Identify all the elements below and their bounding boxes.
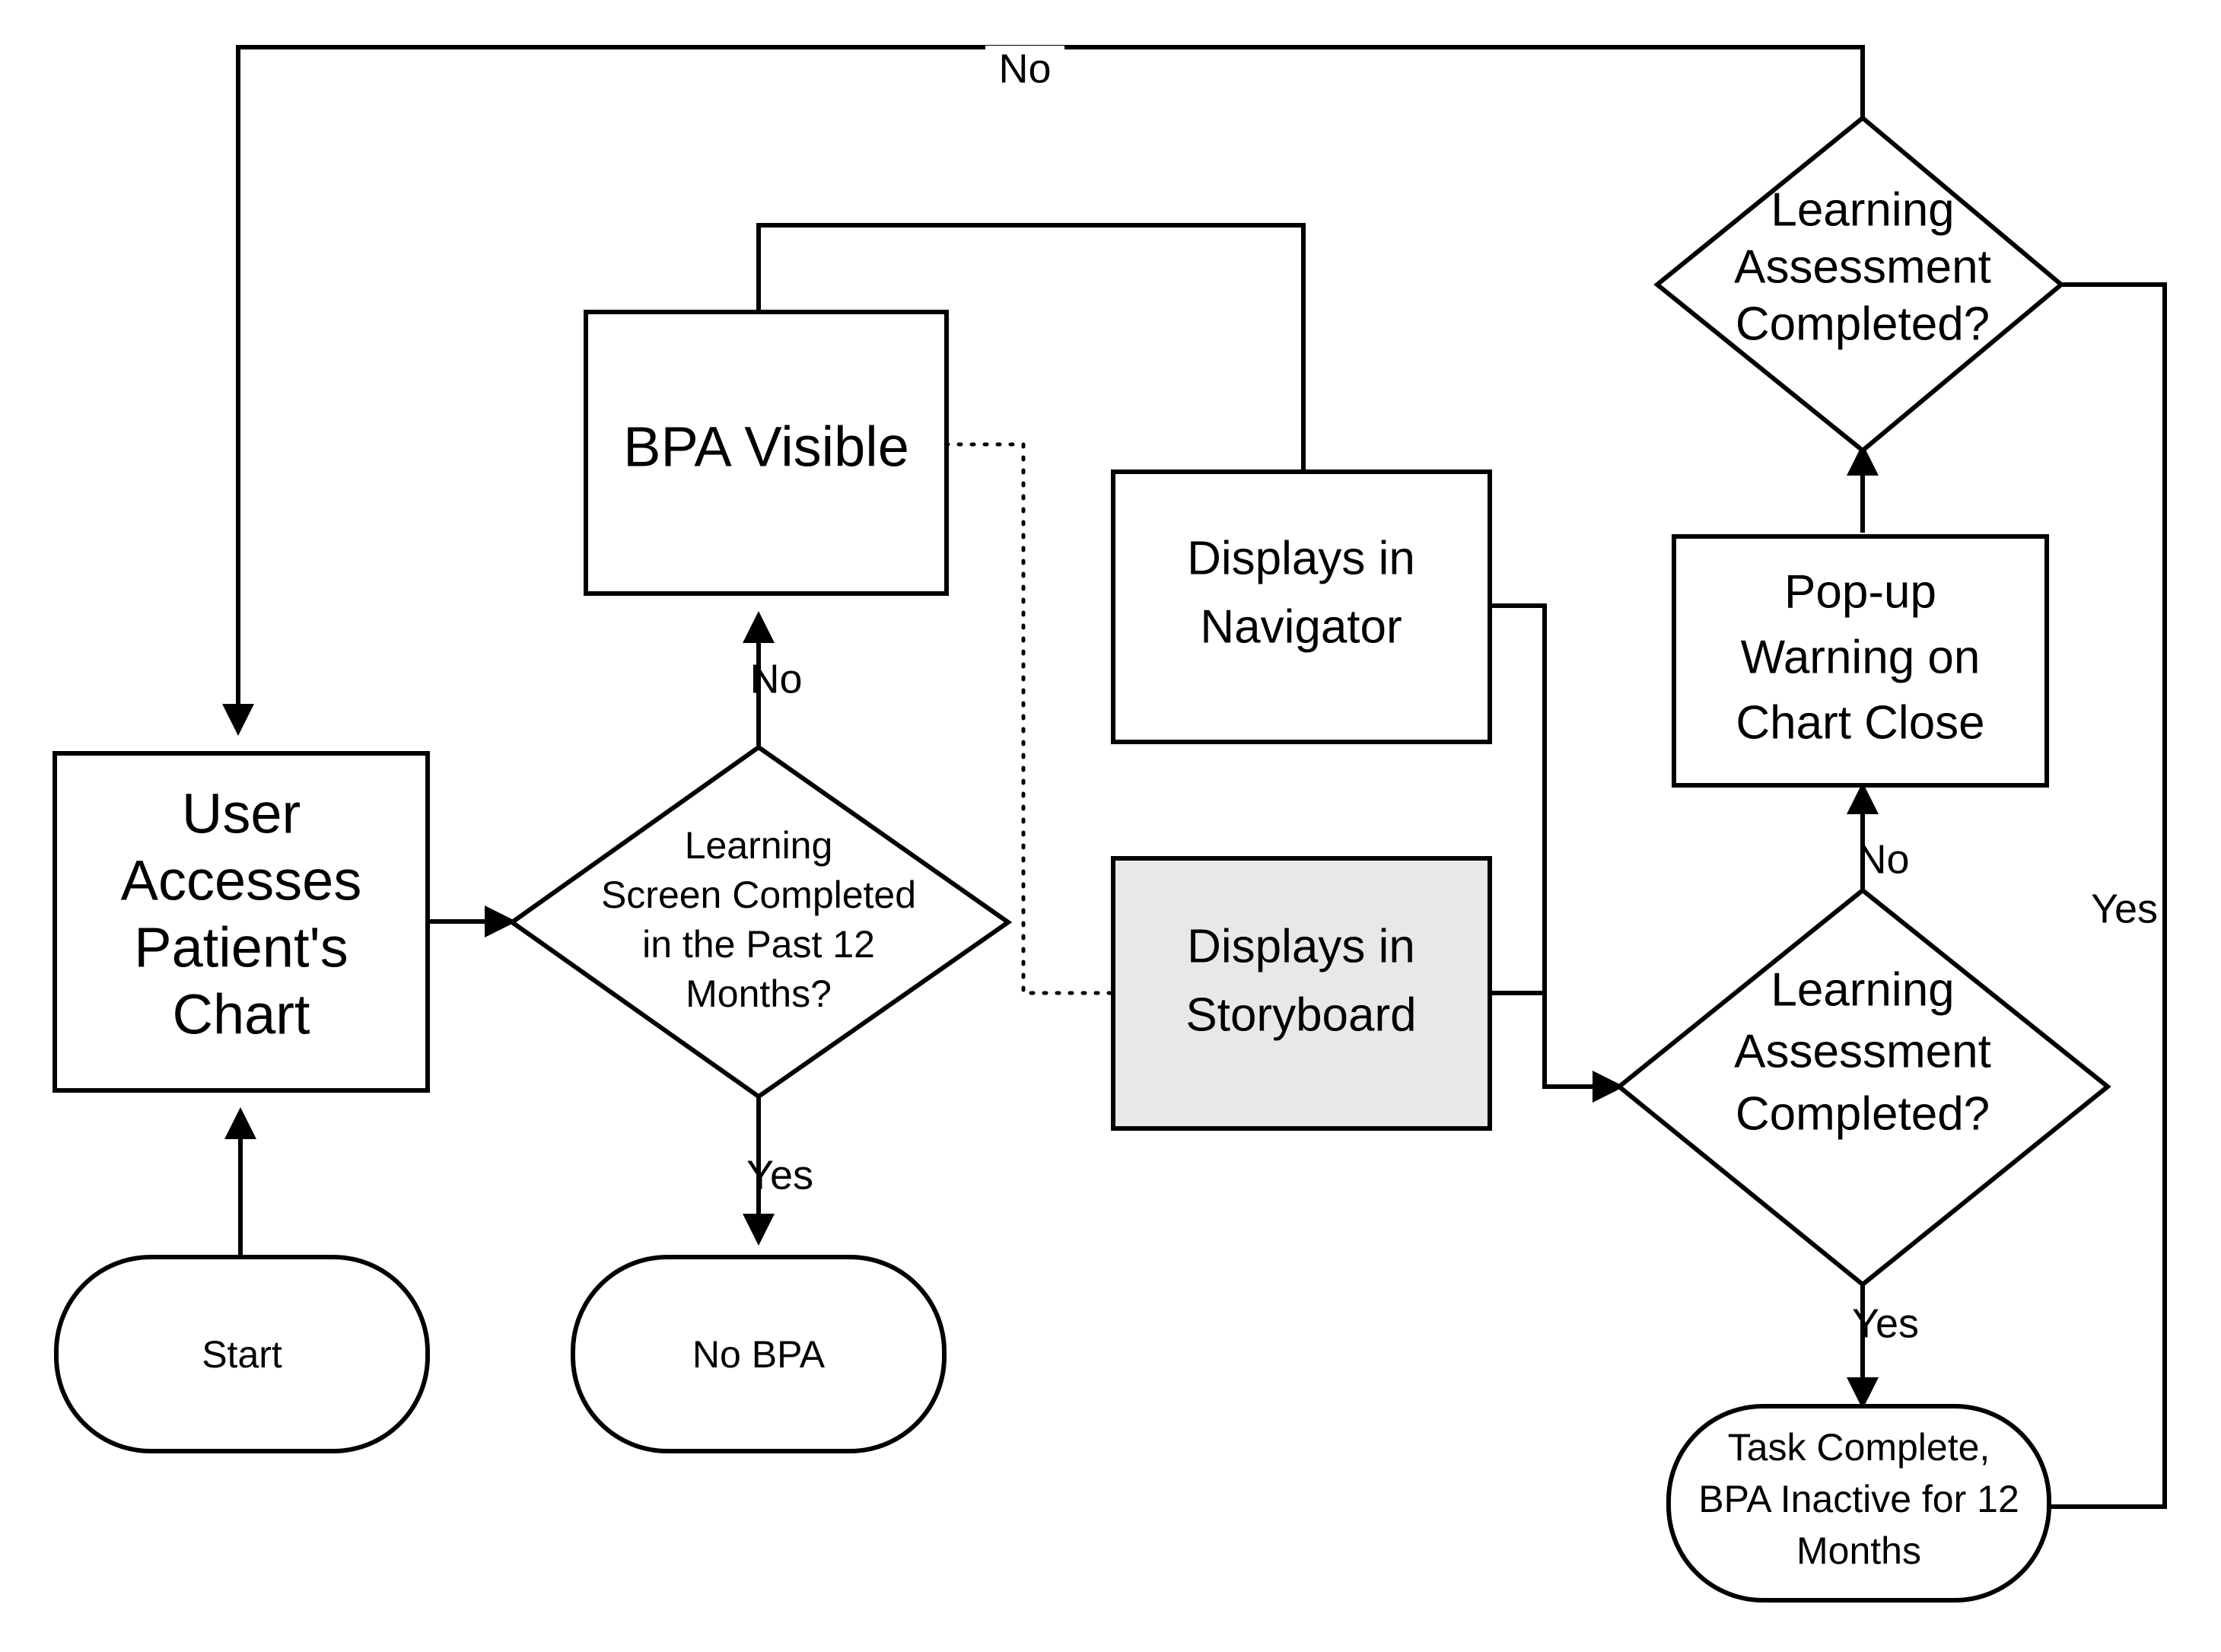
node-learning-screen-decision-line3: in the Past 12 — [642, 923, 875, 966]
edge-bpa-visible-to-storyboard — [943, 442, 1115, 995]
node-task-complete-line2: BPA Inactive for 12 — [1698, 1478, 2019, 1520]
node-displays-in-navigator[interactable] — [1111, 469, 1492, 744]
edge-label-learning-screen-no: No — [749, 656, 802, 702]
node-learning-assessment-bottom-line2: Assessment — [1734, 1025, 1991, 1077]
node-displays-in-storyboard-line2: Storyboard — [1185, 988, 1416, 1041]
node-learning-screen-decision-line2: Screen Completed — [601, 874, 916, 916]
node-learning-assessment-bottom-line1: Learning — [1771, 963, 1954, 1016]
node-learning-screen-decision-line4: Months? — [686, 972, 832, 1015]
node-start-label: Start — [202, 1333, 282, 1376]
node-task-complete-line1: Task Complete, — [1728, 1426, 1990, 1469]
node-learning-assessment-top-line2: Assessment — [1734, 240, 1991, 293]
node-user-accesses-chart-line2: Accesses — [121, 849, 362, 912]
node-task-complete[interactable] — [1666, 1404, 2051, 1603]
node-user-accesses-chart[interactable] — [53, 751, 430, 1093]
node-learning-assessment-bottom[interactable] — [1615, 887, 2111, 1288]
node-displays-in-storyboard-line1: Displays in — [1187, 920, 1415, 972]
node-user-accesses-chart-line4: Chart — [173, 983, 310, 1046]
node-no-bpa[interactable] — [571, 1255, 947, 1453]
edge-label-assessment-bottom-no: No — [1857, 836, 1909, 882]
node-learning-assessment-top-line3: Completed? — [1736, 298, 1990, 350]
node-bpa-visible-label: BPA Visible — [623, 415, 909, 479]
node-displays-in-navigator-line2: Navigator — [1200, 600, 1402, 653]
edge-label-top-loop-no: No — [998, 46, 1051, 91]
node-popup-warning[interactable] — [1672, 534, 2049, 788]
node-learning-assessment-top[interactable] — [1653, 115, 2065, 454]
node-popup-warning-line2: Warning on — [1741, 631, 1981, 683]
node-learning-assessment-bottom-line3: Completed? — [1736, 1087, 1990, 1140]
node-learning-screen-decision[interactable] — [508, 744, 1013, 1100]
edge-label-assessment-top-yes: Yes — [2091, 886, 2158, 931]
edge-navigator-to-bpa-visible — [756, 223, 1306, 472]
edge-label-bg-top-no — [985, 46, 1064, 97]
node-popup-warning-line1: Pop-up — [1784, 565, 1936, 618]
edge-assessment-top-no — [222, 45, 1865, 736]
edge-label-learning-screen-yes: Yes — [746, 1152, 813, 1198]
node-bpa-visible[interactable] — [584, 310, 949, 596]
edge-navigator-to-assessment-bottom — [1490, 603, 1624, 1103]
node-task-complete-line3: Months — [1796, 1529, 1921, 1572]
node-user-accesses-chart-line1: User — [182, 782, 301, 845]
node-learning-screen-decision-line1: Learning — [685, 824, 833, 867]
node-no-bpa-label: No BPA — [692, 1333, 826, 1376]
node-displays-in-storyboard[interactable] — [1111, 856, 1492, 1131]
node-user-accesses-chart-line3: Patient's — [134, 916, 348, 979]
node-popup-warning-line3: Chart Close — [1736, 696, 1984, 749]
edge-assessment-top-yes — [1988, 282, 2167, 1523]
node-displays-in-navigator-line1: Displays in — [1187, 532, 1415, 584]
node-start[interactable] — [54, 1255, 430, 1453]
edge-label-assessment-bottom-yes: Yes — [1852, 1300, 1919, 1346]
node-learning-assessment-top-line1: Learning — [1771, 183, 1954, 236]
